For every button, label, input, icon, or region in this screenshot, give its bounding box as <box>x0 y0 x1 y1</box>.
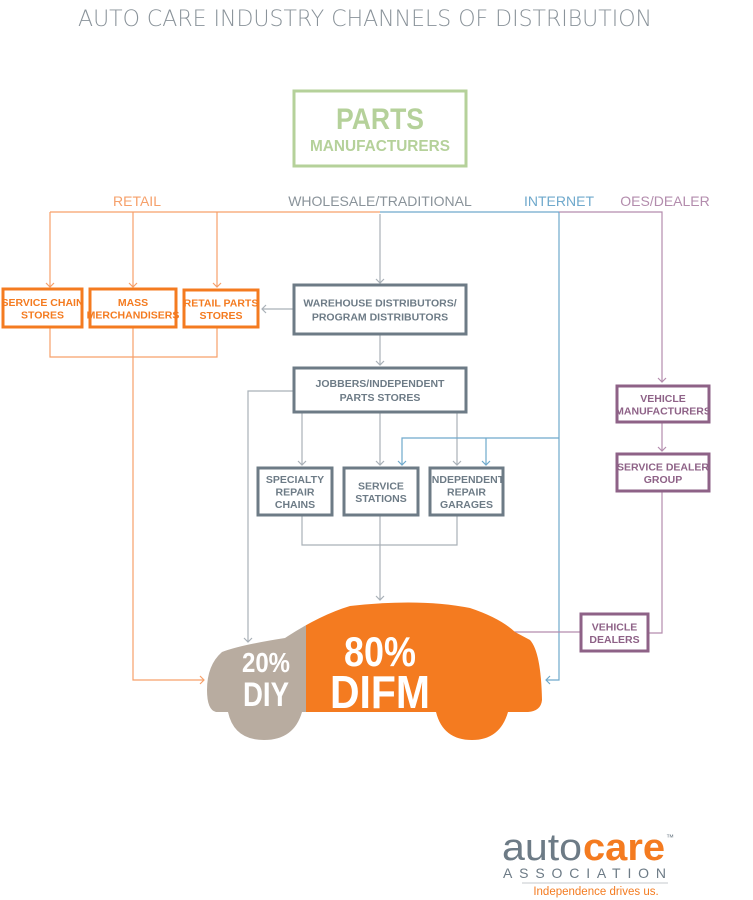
box-label-line: SPECIALTY <box>266 474 324 486</box>
box-label-line: MASS <box>118 297 148 309</box>
box-label-line: STATIONS <box>355 493 407 505</box>
box-label-line: WAREHOUSE DISTRIBUTORS/ <box>303 298 456 310</box>
box-label-line: VEHICLE <box>592 621 638 633</box>
channel-oes-dealer: OES/DEALER <box>620 193 709 209</box>
box-label-line: MERCHANDISERS <box>87 309 180 321</box>
parts-manufacturers-box: PARTS MANUFACTURERS <box>292 89 468 168</box>
box-border <box>292 283 468 336</box>
box-label-line: REPAIR <box>447 487 486 499</box>
box-label-line: CHAINS <box>275 499 315 511</box>
box-border <box>428 466 505 517</box>
logo-auto: auto <box>502 827 582 869</box>
parts-label: PARTS <box>336 103 424 136</box>
box-label-line: INDEPENDENT <box>429 474 505 486</box>
diy-percent: 20% <box>242 647 290 678</box>
box-label-line: GROUP <box>644 474 683 486</box>
box-border <box>615 452 711 493</box>
internet-connectors <box>380 211 560 685</box>
box-label-line: GARAGES <box>440 499 493 511</box>
box-label-line: STORES <box>200 310 243 322</box>
box-border <box>579 612 650 653</box>
wholesale-connectors <box>243 214 462 643</box>
box-label-line: REPAIR <box>276 487 315 499</box>
box-label-line: PARTS STORES <box>340 392 421 404</box>
box-border <box>615 384 711 424</box>
logo-tagline: Independence drives us. <box>533 886 658 898</box>
connectors <box>45 211 667 685</box>
car-market-share: 20% DIY 80% DIFM <box>207 602 542 740</box>
logo-care: care <box>583 827 665 869</box>
box-label-line: VEHICLE <box>640 393 686 405</box>
channel-internet: INTERNET <box>524 193 594 209</box>
box-label-line: SERVICE DEALER <box>617 461 709 473</box>
box-border <box>342 466 420 517</box>
retail-connectors <box>45 211 380 685</box>
page-title: AUTO CARE INDUSTRY CHANNELS OF DISTRIBUT… <box>78 7 652 32</box>
box-label-line: PROGRAM DISTRIBUTORS <box>312 312 448 324</box>
box-label-line: SERVICE CHAIN <box>1 297 83 309</box>
box-label-line: RETAIL PARTS <box>184 297 259 309</box>
box-border <box>1 287 84 329</box>
channel-retail: RETAIL <box>113 193 161 209</box>
box-label-line: JOBBERS/INDEPENDENT <box>316 378 446 390</box>
autocare-logo: auto care ™ ASSOCIATION Independence dri… <box>502 827 674 898</box>
manufacturers-label: MANUFACTURERS <box>310 138 450 155</box>
box-label-line: SERVICE <box>358 480 404 492</box>
box-border <box>256 466 334 517</box>
box-label-line: MANUFACTURERS <box>615 405 711 417</box>
box-border <box>292 366 468 414</box>
box-border <box>88 287 178 329</box>
channel-wholesale: WHOLESALE/TRADITIONAL <box>288 193 472 209</box>
jobbers-box: JOBBERS/INDEPENDENT PARTS STORES <box>292 366 468 414</box>
difm-percent: 80% <box>344 628 416 675</box>
box-label-line: STORES <box>21 309 64 321</box>
box-label-line: DEALERS <box>589 634 639 646</box>
box-border <box>182 288 260 329</box>
difm-label: DIFM <box>330 666 430 718</box>
warehouse-distributors-box: WAREHOUSE DISTRIBUTORS/PROGRAM DISTRIBUT… <box>292 283 468 336</box>
logo-tm: ™ <box>666 833 674 842</box>
diy-label: DIY <box>243 676 289 714</box>
